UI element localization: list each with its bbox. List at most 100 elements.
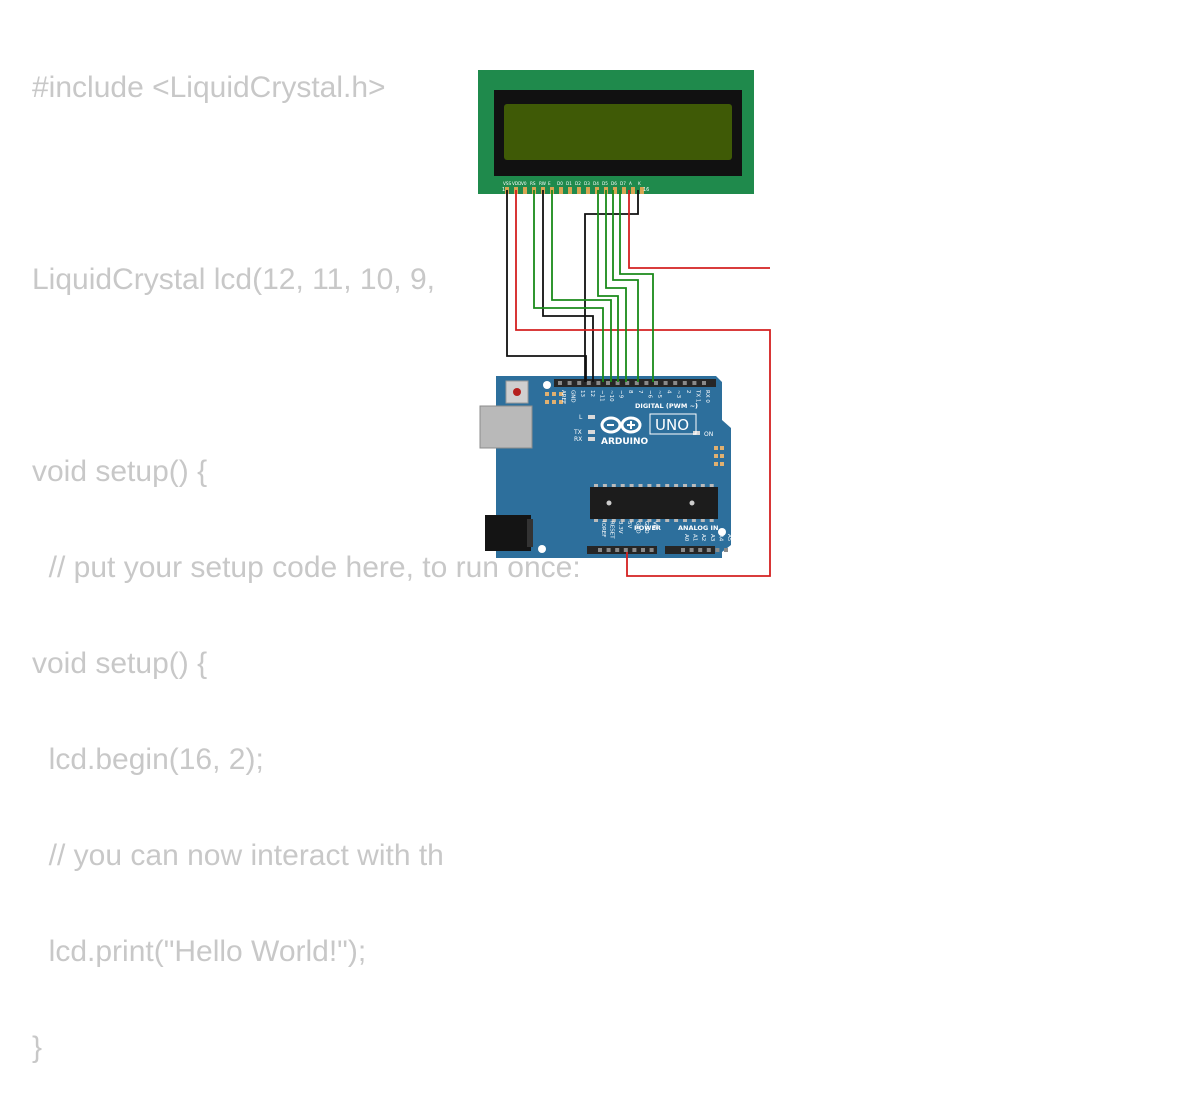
digital-pin-label: TX 1 [694,389,700,402]
lcd-pin-label: RS [530,181,536,186]
code-line: lcd.begin(16, 2); [32,743,264,776]
code-line: } [32,1031,43,1064]
wire [533,190,604,382]
lcd-pin-first: 1 [502,187,505,193]
power-pin-label: GND [634,521,640,534]
lcd-pin [568,187,572,194]
power-pin [598,548,602,552]
wire [542,190,594,382]
lcd-pin-label: D1 [566,181,572,186]
analog-pin-label: A3 [709,534,715,542]
lcd-pin-label: D6 [611,181,617,186]
digital-pin [586,381,591,385]
lcd-pin [523,187,527,194]
analog-pin [681,548,685,552]
power-pin-label: IOREF [600,521,606,537]
power-pin-label: RESET [609,521,615,539]
digital-pin-label: 2 [685,390,691,394]
digital-pin [702,381,706,385]
digital-pin-label: ~11 [598,390,604,402]
digital-pin-label: ~10 [608,390,614,402]
digital-pin-label: ~6 [646,390,652,399]
digital-pin-label: ~9 [618,390,624,399]
digital-pin-label: ~5 [656,390,662,399]
analog-pin-label: A2 [700,534,706,541]
chip-dot [689,500,695,506]
digital-pin [634,381,639,385]
reset-button-cap [513,388,521,396]
lcd-pin-label: D5 [602,181,608,186]
icsp-header [545,392,563,404]
digital-pin [663,381,668,385]
power-jack [485,515,531,551]
power-pin [615,548,620,552]
led-on-label: ON [704,431,713,438]
power-header [587,546,657,554]
analog-pin [724,548,728,552]
digital-pin-label: 7 [637,390,643,394]
led-tx [588,430,595,434]
analog-pin [698,548,703,552]
power-pin-label: GND [643,521,649,534]
power-pin [632,548,637,552]
digital-pin-label: 4 [666,390,672,394]
power-pin [606,548,611,552]
led-tx-label: TX [573,429,582,436]
digital-pin [615,381,620,385]
digital-pin [644,381,649,385]
digital-pin [625,381,630,385]
digital-pin [682,381,687,385]
digital-pin [606,381,610,385]
digital-header-label: DIGITAL (PWM ~) [635,402,698,410]
analog-label: ANALOG IN [678,524,718,532]
lcd-screen [504,104,732,160]
digital-pin [673,381,678,385]
arduino-brand: ARDUINO [601,437,649,447]
led-rx-label: RX [574,436,582,443]
lcd-pin-label: RW [539,181,546,186]
lcd-pin-label: D3 [584,181,590,186]
mounting-hole [543,381,551,389]
lcd-pin-label: VSS [503,181,512,186]
chip-pins [594,484,714,522]
lcd-pin-label: E [548,181,551,186]
digital-pin [596,381,601,385]
digital-pin-label: ~3 [675,390,681,399]
digital-pin [654,381,658,385]
arduino-logo-icon [600,416,642,434]
power-pin [641,548,645,552]
analog-pin-label: A5 [726,534,732,542]
led-l [588,415,595,419]
analog-pin [706,548,711,552]
digital-pin [692,381,697,385]
lcd-pin [586,187,590,194]
digital-pin-label: 12 [589,390,595,397]
digital-pin [558,381,562,385]
analog-pin [715,548,720,552]
lcd-pin-label: K [638,181,641,186]
power-pin-label: 3.3V [617,521,623,534]
mounting-hole [718,528,726,536]
wire [551,190,612,382]
lcd-pin [559,187,563,194]
power-pin [649,548,654,552]
wire [515,190,771,577]
code-line: void setup() { [32,647,208,680]
lcd-pin-label: D7 [620,181,626,186]
lcd-pin-label: D0 [557,181,563,186]
analog-pin [689,548,694,552]
lcd-pin-label: VDD [512,181,521,186]
code-line: // you can now interact with th [32,839,444,872]
wire [612,190,639,382]
arduino-model: UNO [655,416,689,434]
wire [605,190,627,382]
power-jack-tip [527,519,533,547]
usb-connector [479,405,533,449]
power-label: POWER [634,524,661,532]
digital-pin [567,381,572,385]
digital-pin-label: RX 0 [704,390,710,403]
